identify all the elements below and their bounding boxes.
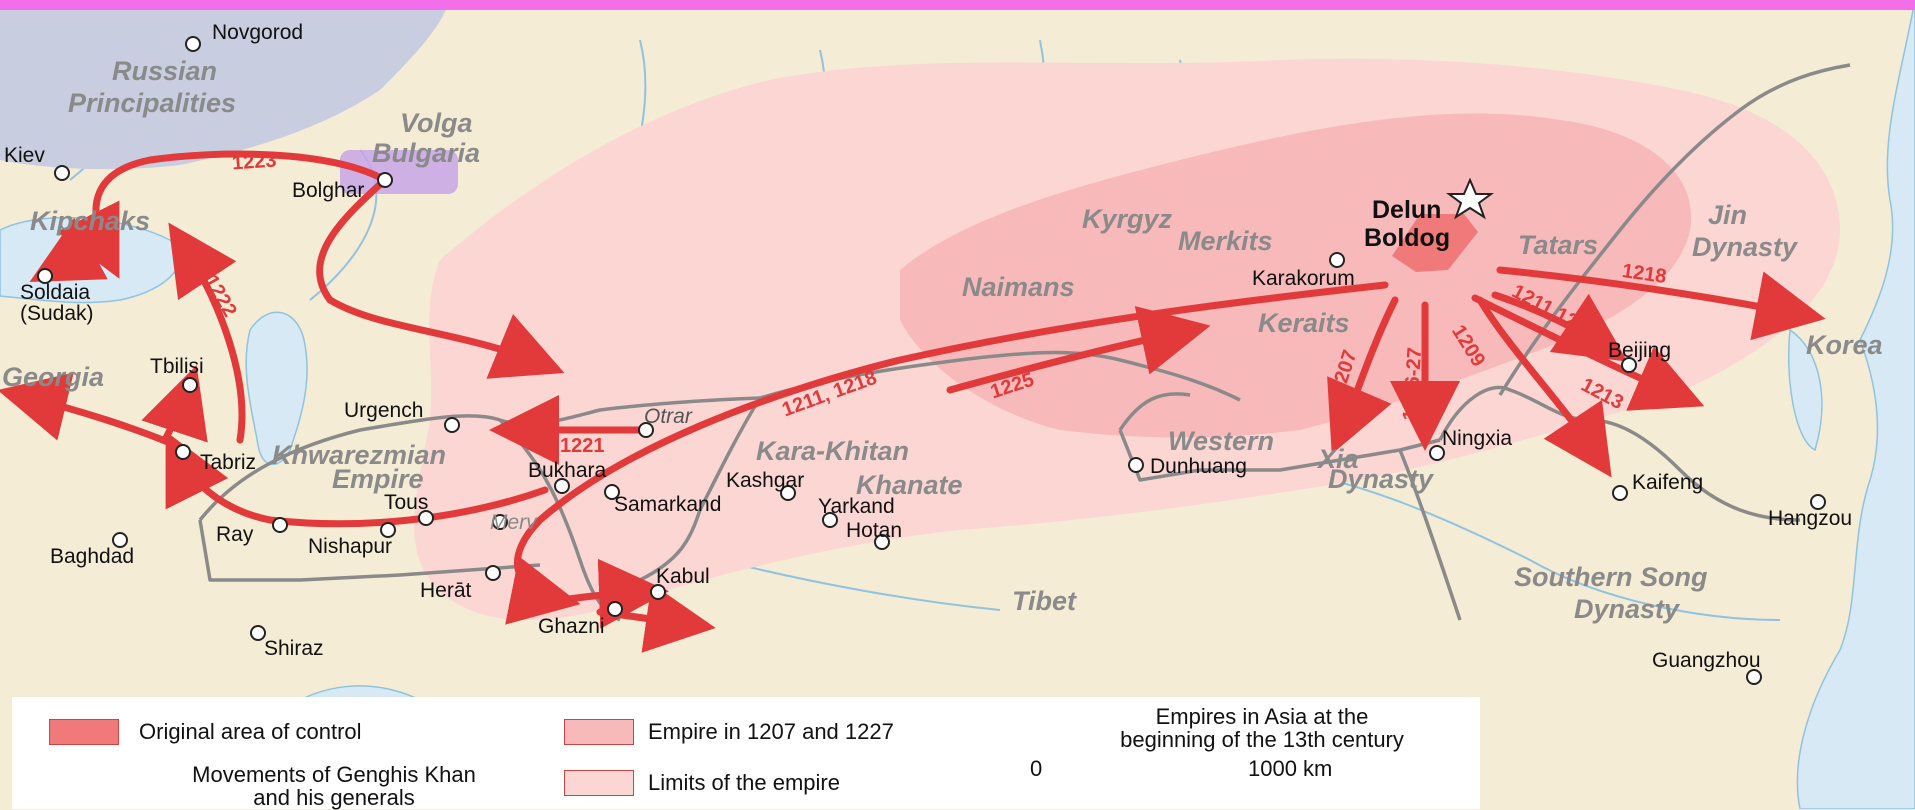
region-principalities: Principalities: [68, 88, 237, 118]
legend-swatch-original: [49, 719, 119, 745]
legend-borders-line2: beginning of the 13th century: [1120, 727, 1404, 753]
top-accent-bar: [0, 0, 1915, 10]
legend-movements-line1: Movements of Genghis Khan: [192, 762, 476, 787]
region-bulgaria: Bulgaria: [372, 138, 481, 168]
region-russian: Russian: [112, 56, 218, 86]
city-merv: Merv: [490, 511, 537, 534]
city-tous: Tous: [384, 491, 429, 514]
region-georgia: Georgia: [2, 362, 105, 392]
legend-label-movements: Movements of Genghis Khan and his genera…: [134, 763, 534, 809]
city-ghazni: Ghazni: [538, 615, 605, 638]
arrow-1223-west: [56, 150, 389, 279]
city-soldaia: Soldaia: [20, 281, 91, 304]
city-kiev: Kiev: [4, 144, 45, 167]
region-khwarezmian-empire: Empire: [332, 464, 424, 494]
legend-label-limits: Limits of the empire: [648, 770, 840, 795]
region-khanate: Khanate: [856, 470, 963, 500]
city-ningxia: Ningxia: [1442, 427, 1513, 450]
arrow-1211-1215: [1491, 291, 1628, 362]
city-bukhara: Bukhara: [528, 459, 607, 482]
legend-swatch-limits: [564, 770, 634, 796]
legend-label-original: Original area of control: [139, 719, 362, 744]
volga-bulgaria-area: [340, 150, 458, 194]
city-guangzhou: Guangzhou: [1652, 649, 1761, 672]
caspian-sea: [245, 311, 308, 466]
region-southern-song: Southern Song: [1514, 562, 1708, 592]
year-1221: 1221: [560, 435, 605, 457]
legend-borders-line1: Empires in Asia at the: [1155, 704, 1369, 729]
city-kashgar: Kashgar: [726, 469, 805, 492]
city-otrar: Otrar: [644, 405, 692, 428]
region-naimans: Naimans: [962, 272, 1075, 302]
region-kara-khitan: Kara-Khitan: [756, 436, 910, 466]
city-boldog: Boldog: [1364, 224, 1451, 252]
yellow-sea: [1787, 328, 1823, 452]
arrow-1209: [1476, 296, 1612, 478]
region-xia: Xia: [1318, 444, 1359, 474]
arrow-1223-east: [316, 176, 565, 379]
region-korea: Korea: [1806, 330, 1883, 360]
original-area: [1392, 214, 1478, 272]
city-markers: [37, 36, 1826, 685]
pacific-coast: [1796, 0, 1915, 809]
region-kyrgyz: Kyrgyz: [1082, 204, 1173, 234]
city-delun: Delun: [1372, 196, 1442, 224]
arrow-1213: [1471, 294, 1705, 411]
arrow-1225: [946, 306, 1211, 394]
legend-label-borders: Empires in Asia at the beginning of the …: [1072, 705, 1452, 751]
city-sudak: (Sudak): [20, 302, 94, 325]
arrow-1222: [168, 222, 246, 444]
russian-principalities-area: [0, 0, 450, 170]
city-yarkand: Yarkand: [818, 495, 895, 518]
city-kabul: Kabul: [656, 565, 710, 588]
city-ray: Ray: [216, 523, 254, 546]
region-xia-dynasty: Dynasty: [1328, 464, 1434, 494]
campaign-arrows: [0, 150, 1826, 653]
arrow-khwarezm-west: [165, 431, 549, 528]
scale-label-end: 1000 km: [1248, 756, 1333, 781]
arrow-1207: [1327, 296, 1399, 455]
city-tbilisi: Tbilisi: [150, 355, 204, 378]
city-bolghar: Bolghar: [292, 179, 365, 202]
region-kipchaks: Kipchaks: [30, 206, 151, 236]
legend-swatch-empire: [564, 719, 634, 745]
city-dunhuang: Dunhuang: [1150, 455, 1247, 478]
legend-movements-line2: and his generals: [253, 785, 415, 810]
region-tibet: Tibet: [1012, 586, 1077, 616]
city-samarkand: Samarkand: [614, 493, 722, 516]
city-tabriz: Tabriz: [200, 451, 257, 474]
city-urgench: Urgench: [344, 399, 424, 422]
city-shiraz: Shiraz: [264, 637, 324, 660]
region-volga: Volga: [400, 108, 473, 138]
birthplace-star-icon: [1446, 177, 1494, 220]
legend-panel: Original area of control Empire in 1207 …: [12, 697, 1480, 809]
region-western: Western: [1168, 426, 1275, 456]
region-khwarezmian: Khwarezmian: [272, 440, 447, 470]
year-1226-27: 1226-27: [1399, 346, 1427, 422]
region-jin: Jin: [1708, 200, 1748, 230]
city-kaifeng: Kaifeng: [1632, 471, 1704, 494]
year-1223: 1223: [231, 149, 278, 175]
city-baghdad: Baghdad: [50, 545, 135, 568]
region-merkits: Merkits: [1178, 226, 1273, 256]
arrow-1218: [1496, 266, 1826, 341]
city-herat: Herāt: [420, 579, 472, 602]
scale-label-start: 0: [1030, 756, 1043, 781]
city-hangzou: Hangzou: [1768, 507, 1853, 530]
region-tatars: Tatars: [1518, 230, 1599, 260]
region-keraits: Keraits: [1258, 308, 1350, 338]
city-novgorod: Novgorod: [212, 21, 304, 44]
legend-label-empire: Empire in 1207 and 1227: [648, 719, 894, 744]
region-jin-dynasty: Dynasty: [1692, 232, 1798, 262]
region-song-dynasty: Dynasty: [1574, 594, 1680, 624]
city-hotan: Hotan: [846, 519, 903, 542]
arrow-soldaia: [29, 217, 114, 283]
city-beijing: Beijing: [1608, 339, 1672, 362]
city-nishapur: Nishapur: [308, 535, 393, 558]
arrow-kabul: [556, 558, 669, 629]
city-karakorum: Karakorum: [1252, 267, 1355, 290]
